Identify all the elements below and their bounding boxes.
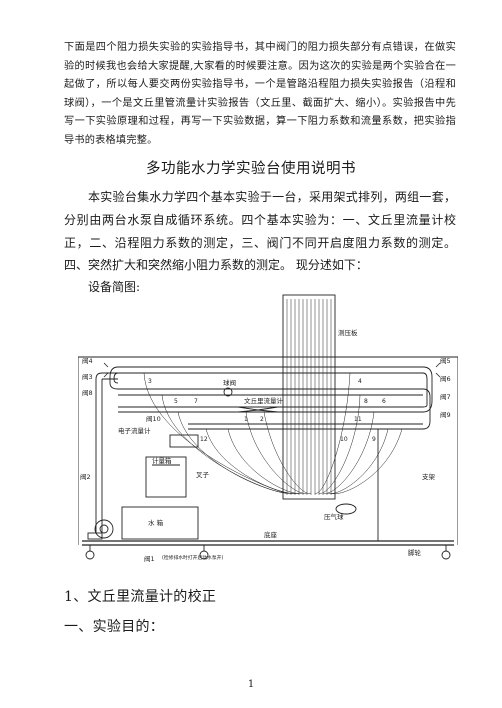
e-flowmeter: [169, 434, 199, 448]
manometer-board: [282, 294, 336, 500]
label-valve4: 阀4: [82, 356, 93, 365]
label-pressure-bulb: 压气球: [324, 512, 344, 521]
equipment-diagram: 测压板 阀4 阀3 阀8 阀10 阀5 阀6 阀7 阀9 阀2 阀1 (检修排水…: [78, 294, 458, 563]
label-valve1-note: (检修排水时打开启动水泵开): [162, 554, 223, 561]
label-base: 底座: [264, 530, 278, 539]
num-10: 10: [340, 436, 348, 443]
num-3: 3: [148, 378, 152, 385]
water-tank: [121, 506, 199, 540]
num-6: 6: [382, 398, 386, 405]
pipe-3: [118, 406, 423, 413]
venturi-tube: [237, 406, 279, 413]
label-ball-valve: 球阀: [223, 378, 236, 387]
section-heading-venturi: 1、文丘里流量计的校正: [64, 589, 217, 605]
label-support: 支架: [422, 472, 436, 481]
manual-intro: 本实验台集水力学四个基本实验于一台，采用架式排列，两组一套，分别由两台水泵自成循…: [64, 186, 456, 277]
label-e-flowmeter: 电子流量计: [118, 426, 151, 435]
label-valve5: 阀5: [440, 356, 451, 365]
label-venturi: 文丘里流量计: [244, 396, 284, 405]
manual-title: 多功能水力学实验台使用说明书: [146, 161, 356, 177]
label-valve9: 阀9: [440, 410, 451, 419]
page-number: 1: [247, 679, 255, 690]
num-5: 5: [174, 398, 178, 405]
figure-label: 设备简图:: [88, 280, 141, 294]
label-foot: 脚轮: [408, 548, 422, 557]
num-4: 4: [358, 378, 362, 385]
num-2: 2: [260, 416, 264, 423]
label-valve1: 阀1: [144, 554, 155, 563]
pump: [94, 519, 114, 539]
label-sleeve: 叉子: [196, 471, 210, 479]
label-valve8: 阀8: [82, 388, 93, 397]
manual-intro-paragraph: 本实验台集水力学四个基本实验于一台，采用架式排列，两组一套，分别由两台水泵自成循…: [64, 190, 456, 273]
pipe-2: [118, 388, 423, 396]
frame: [78, 356, 458, 545]
num-11: 11: [354, 416, 362, 423]
pipe-4: [188, 423, 423, 430]
subsection-heading-purpose: 一、实验目的：: [64, 619, 165, 635]
num-1: 1: [244, 416, 248, 423]
pressure-bulb: [335, 503, 357, 515]
label-water-tank: 水 箱: [148, 518, 164, 527]
label-valve3: 阀3: [82, 372, 93, 381]
num-7: 7: [194, 398, 198, 405]
intro-note: 下面是四个阻力损失实验的实验指导书，其中阀门的阻力损失部分有点错误，在做实验的时…: [64, 39, 456, 151]
label-valve7: 阀7: [440, 392, 451, 401]
supply-pipe: [95, 379, 103, 533]
label-valve10: 阀10: [146, 414, 161, 423]
label-valve2: 阀2: [80, 472, 91, 481]
num-8: 8: [364, 398, 368, 405]
intro-paragraph: 下面是四个阻力损失实验的实验指导书，其中阀门的阻力损失部分有点错误，在做实验的时…: [64, 42, 456, 146]
num-12: 12: [200, 436, 208, 443]
num-9: 9: [372, 436, 376, 443]
label-manometer-board: 测压板: [338, 328, 358, 337]
metering-tank: [145, 456, 187, 498]
pipe-top: [118, 366, 423, 374]
label-metering-tank: 计量箱: [152, 456, 172, 465]
label-valve6: 阀6: [440, 374, 451, 383]
